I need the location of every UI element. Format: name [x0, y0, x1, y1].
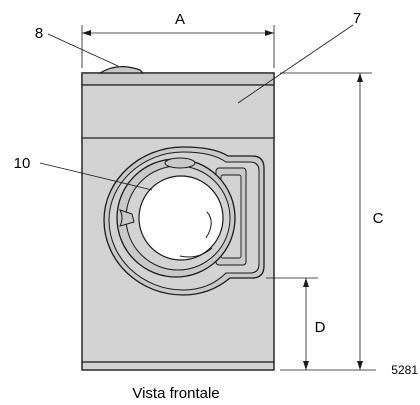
- figure-caption: Vista frontale: [132, 385, 219, 402]
- dimension-c: C: [280, 72, 384, 371]
- door-assembly: [103, 146, 265, 296]
- label-callout-8: 8: [35, 25, 43, 42]
- label-dimension-a: A: [175, 11, 185, 28]
- glass-reflection-2: [179, 247, 213, 258]
- detergent-drawer: [164, 157, 196, 169]
- figure-number: 5281: [391, 363, 418, 377]
- label-callout-7: 7: [353, 10, 361, 27]
- dimension-a: A: [81, 11, 275, 68]
- glass-reflection: [205, 211, 212, 239]
- label-dimension-d: D: [315, 319, 326, 336]
- control-panel: [81, 72, 275, 86]
- callout-8: 8: [35, 25, 119, 67]
- lid-knob: [97, 66, 145, 74]
- dimension-d: D: [266, 277, 326, 370]
- label-dimension-c: C: [373, 210, 384, 227]
- door-glass: [138, 175, 224, 261]
- label-callout-10: 10: [14, 155, 31, 172]
- door-handle: [119, 209, 135, 227]
- control-panel-lower: [81, 84, 275, 139]
- callout-10: 10: [14, 155, 153, 191]
- callout-7: 7: [237, 10, 361, 104]
